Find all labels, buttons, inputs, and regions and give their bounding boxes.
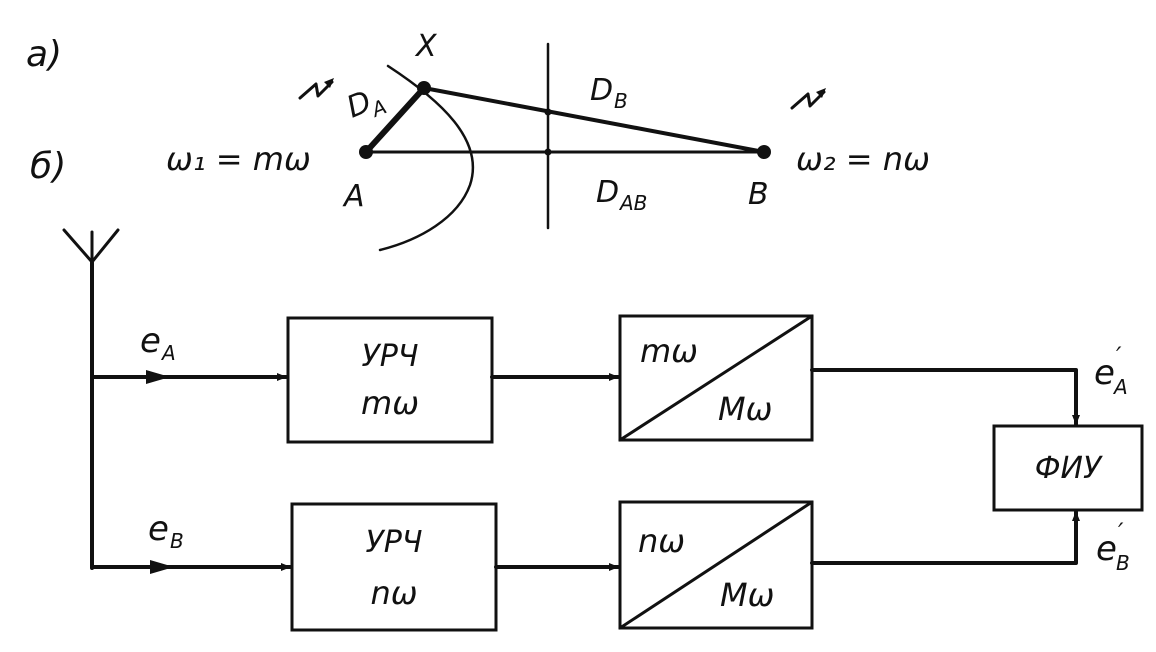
svg-text:A: A: [160, 341, 176, 365]
svg-text:′: ′: [1118, 518, 1124, 546]
point-b-dot: [757, 145, 771, 159]
radiation-arrow-b: [816, 88, 826, 98]
radiation-icon-a: [298, 80, 334, 100]
point-a-dot: [359, 145, 373, 159]
label-signal-a-out: e A ′: [1094, 342, 1128, 399]
label-point-a: A: [342, 179, 365, 214]
converter-b-diagonal: [618, 500, 814, 630]
label-freq-a: ω₁ = mω: [166, 140, 311, 178]
segment-da: [363, 85, 427, 155]
converter-b-input-freq: nω: [638, 522, 685, 560]
point-x-dot: [417, 81, 431, 95]
svg-text:e: e: [148, 509, 169, 549]
svg-text:′: ′: [1116, 342, 1122, 370]
signal-arrow-a: [146, 370, 170, 384]
svg-text:B: B: [1116, 551, 1130, 575]
part-label-b: б): [30, 146, 66, 187]
phase-meter-block: [992, 424, 1144, 512]
label-freq-b: ω₂ = nω: [796, 140, 930, 178]
svg-text:e: e: [1096, 529, 1117, 569]
amplifier-a-block: [286, 316, 494, 444]
converter-b-output-freq: Mω: [720, 576, 774, 614]
amplifier-a-freq: mω: [361, 384, 419, 422]
label-signal-b-out: e B ′: [1096, 518, 1130, 575]
svg-text:D: D: [596, 175, 619, 210]
signal-arrow-b: [150, 560, 174, 574]
segment-db: [422, 86, 766, 154]
part-label-a: а): [26, 34, 62, 75]
amplifier-b-freq: nω: [370, 574, 417, 612]
svg-text:B: B: [614, 89, 628, 113]
antenna-icon: [62, 228, 120, 264]
converter-a-diagonal: [618, 314, 814, 442]
hyperbola-curve: [378, 64, 475, 252]
radiation-icon-b: [790, 90, 826, 110]
amplifier-a-title: УРЧ: [362, 339, 419, 374]
amplifier-b-title: УРЧ: [366, 525, 423, 560]
wire-conv-b-to-meter: [810, 510, 1080, 565]
svg-text:e: e: [140, 321, 161, 361]
label-point-b: B: [748, 177, 769, 212]
label-signal-b: e B: [148, 509, 184, 553]
bisector-base-dot: [544, 148, 552, 156]
label-dist-a: D A: [342, 84, 390, 125]
wire-conv-a-to-meter: [810, 368, 1080, 426]
svg-text:A: A: [1112, 375, 1128, 399]
label-signal-a: e A: [140, 321, 176, 365]
amplifier-b-block: [290, 502, 498, 632]
svg-text:e: e: [1094, 353, 1115, 393]
label-dist-ab: D AB: [596, 175, 647, 215]
label-dist-b: D B: [590, 73, 628, 113]
converter-a-output-freq: Mω: [718, 390, 772, 428]
converter-a-input-freq: mω: [640, 332, 698, 370]
svg-text:B: B: [170, 529, 184, 553]
bisector-intersection-dot: [544, 108, 552, 116]
phase-meter-label: ФИУ: [1035, 451, 1103, 486]
svg-text:AB: AB: [618, 191, 647, 215]
label-point-x: X: [414, 29, 438, 64]
radiation-arrow-a: [324, 78, 334, 88]
svg-text:D: D: [590, 73, 613, 108]
